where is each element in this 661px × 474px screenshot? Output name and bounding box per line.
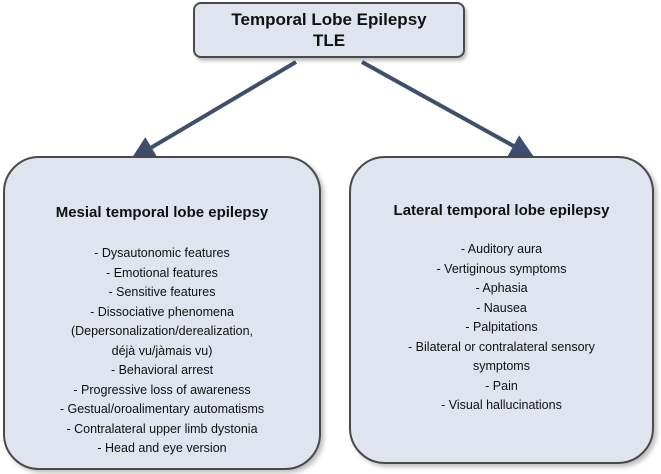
arrow-to-mesial	[130, 60, 298, 160]
node-mesial-temporal-lobe-epilepsy: Mesial temporal lobe epilepsy - Dysauton…	[3, 156, 321, 470]
list-item: - Bilateral or contralateral sensory	[408, 339, 595, 354]
list-item: - Nausea	[476, 300, 527, 315]
list-item: - Palpitations	[465, 320, 538, 334]
list-item: - Head and eye version	[97, 441, 227, 455]
lateral-symptom-list: - Auditory aura - Vertiginous symptoms -…	[351, 240, 652, 416]
node-lateral-temporal-lobe-epilepsy: Lateral temporal lobe epilepsy - Auditor…	[349, 156, 654, 464]
list-item: - Gestual/oroalimentary automatisms	[59, 402, 265, 416]
list-item: déjà vu/jàmais vu)	[111, 343, 213, 358]
list-item: - Contralateral upper limb dystonia	[66, 421, 258, 436]
root-abbreviation: TLE	[312, 31, 346, 50]
list-item: - Pain	[485, 378, 518, 393]
list-item: - Progressive loss of awareness	[73, 382, 251, 397]
list-item: - Behavioral arrest	[110, 363, 214, 377]
list-item: - Auditory aura	[460, 242, 543, 256]
list-item: - Emotional features	[106, 265, 218, 280]
root-node-temporal-lobe-epilepsy: Temporal Lobe Epilepsy TLE	[193, 2, 465, 58]
arrow-to-lateral	[361, 60, 535, 158]
lateral-heading: Lateral temporal lobe epilepsy	[393, 202, 610, 219]
list-item: (Depersonalization/derealization,	[70, 324, 254, 338]
root-title: Temporal Lobe Epilepsy	[231, 10, 427, 29]
list-item: - Aphasia	[475, 281, 528, 295]
list-item: - Sensitive features	[108, 285, 216, 299]
list-item: - Dissociative phenomena	[90, 304, 234, 319]
mesial-heading: Mesial temporal lobe epilepsy	[55, 204, 269, 221]
list-item: symptoms	[473, 359, 530, 373]
list-item: - Dysautonomic features	[94, 246, 230, 260]
list-item: - Visual hallucinations	[441, 398, 562, 412]
list-item: - Vertiginous symptoms	[436, 261, 567, 276]
mesial-symptom-list: - Dysautonomic features - Emotional feat…	[5, 244, 319, 459]
